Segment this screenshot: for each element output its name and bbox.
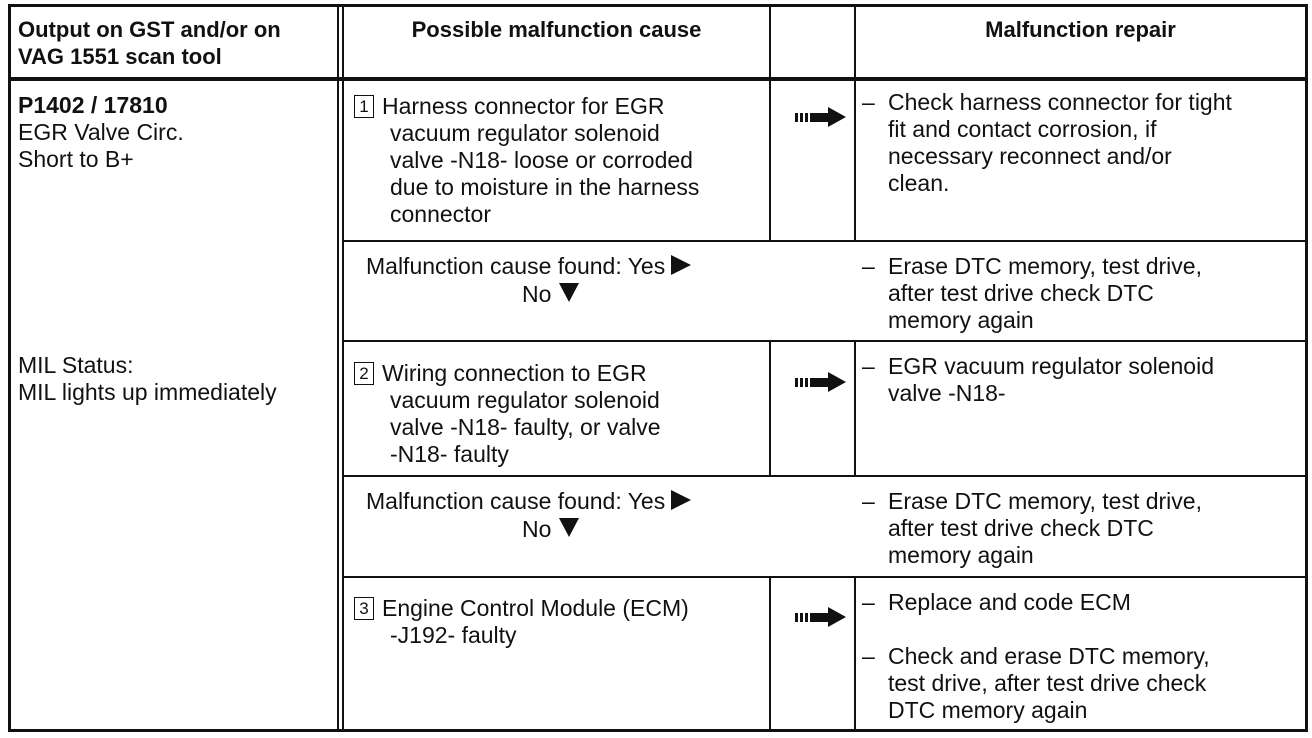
step2-repair-line1: –EGR vacuum regulator solenoid <box>862 353 1214 380</box>
dash-5: – <box>862 589 875 615</box>
step3-repair-b-line1: –Check and erase DTC memory, <box>862 643 1210 670</box>
step2-cause-text3: valve -N18- faulty, or valve <box>390 414 661 440</box>
arrow-col-left-step3 <box>769 578 771 732</box>
step1-number: 1 <box>354 95 374 118</box>
arrow-col-left-header <box>769 4 771 242</box>
arrow-col-left-step2 <box>769 342 771 476</box>
table-border-bottom <box>8 729 1308 732</box>
step3-repair-a: –Replace and code ECM <box>862 589 1131 616</box>
step1-repair-text4: clean. <box>888 170 950 196</box>
dash-6: – <box>862 643 875 669</box>
decision1-no: No <box>522 281 580 308</box>
decision2-repair: –Erase DTC memory, test drive, after tes… <box>862 488 1202 569</box>
step3-cause-line1: 3 Engine Control Module (ECM) <box>354 595 689 622</box>
arrow-col-right-header <box>854 4 856 242</box>
decision2-repair-text1: Erase DTC memory, test drive, <box>888 488 1202 514</box>
decision1-repair-text3: memory again <box>888 307 1034 333</box>
step1-cause-text5: connector <box>390 201 492 227</box>
step1-cause-line1: 1 Harness connector for EGR <box>354 93 699 120</box>
decision2-no: No <box>522 516 580 543</box>
no-arrow-icon <box>559 518 580 537</box>
header-output-line2: VAG 1551 scan tool <box>18 44 222 69</box>
step3-repair-a-line1: –Replace and code ECM <box>862 589 1131 616</box>
header-repair: Malfunction repair <box>985 17 1176 42</box>
step1-repair-text1: Check harness connector for tight <box>888 89 1232 115</box>
step1-cause-text4: due to moisture in the harness <box>390 174 700 200</box>
fault-code: P1402 / 17810 <box>18 92 168 118</box>
dash-4: – <box>862 488 875 514</box>
step3-repair-b-text1: Check and erase DTC memory, <box>888 643 1210 669</box>
step1-cause-text1: Harness connector for EGR <box>382 93 665 119</box>
step1-cause: 1 Harness connector for EGR vacuum regula… <box>354 93 699 228</box>
mil-status-value: MIL lights up immediately <box>18 379 277 405</box>
step1-repair: –Check harness connector for tight fit a… <box>862 89 1232 197</box>
row-sep-4 <box>342 576 1308 578</box>
step1-repair-text2: fit and contact corrosion, if <box>888 116 1157 142</box>
row-sep-3 <box>342 475 1308 477</box>
table-border-left <box>8 4 11 732</box>
dash-3: – <box>862 353 875 379</box>
step2-repair-text2: valve -N18- <box>888 380 1006 406</box>
fault-description: P1402 / 17810 EGR Valve Circ. Short to B… <box>18 92 184 173</box>
step1-repair-line1: –Check harness connector for tight <box>862 89 1232 116</box>
step3-number: 3 <box>354 597 374 620</box>
row-sep-2 <box>342 340 1308 342</box>
step2-repair: –EGR vacuum regulator solenoid valve -N1… <box>862 353 1214 407</box>
step3-arrow-icon <box>795 607 846 627</box>
header-output-line1: Output on GST and/or on <box>18 17 281 42</box>
col1-separator-b <box>342 4 344 732</box>
step2-number: 2 <box>354 362 374 385</box>
col1-separator-a <box>337 4 339 732</box>
step3-repair-a-text1: Replace and code ECM <box>888 589 1131 615</box>
decision2-repair-text2: after test drive check DTC <box>888 515 1154 541</box>
step3-cause-text2: -J192- faulty <box>390 622 517 648</box>
table-border-top <box>8 4 1308 7</box>
decision2-repair-text3: memory again <box>888 542 1034 568</box>
decision1-no-label: No <box>522 281 552 307</box>
decision1-repair-text2: after test drive check DTC <box>888 280 1154 306</box>
dash-1: – <box>862 89 875 115</box>
decision2-found-label: Malfunction cause found: Yes <box>366 488 666 514</box>
yes-arrow-icon <box>671 490 692 510</box>
header-separator <box>8 77 1308 81</box>
step1-cause-text3: valve -N18- loose or corroded <box>390 147 693 173</box>
step2-cause-text4: -N18- faulty <box>390 441 509 467</box>
step2-cause-text1: Wiring connection to EGR <box>382 360 647 386</box>
step2-cause-line1: 2 Wiring connection to EGR <box>354 360 661 387</box>
row-sep-1 <box>342 240 1308 242</box>
step3-cause-text1: Engine Control Module (ECM) <box>382 595 689 621</box>
yes-arrow-icon <box>671 255 692 275</box>
mil-status-label: MIL Status: <box>18 352 134 378</box>
arrow-col-right-step3 <box>854 578 856 732</box>
decision2-prompt: Malfunction cause found: Yes <box>366 488 692 515</box>
decision2-no-label: No <box>522 516 552 542</box>
decision1-prompt: Malfunction cause found: Yes <box>366 253 692 280</box>
header-output: Output on GST and/or on VAG 1551 scan to… <box>18 16 281 70</box>
step2-cause-text2: vacuum regulator solenoid <box>390 387 660 413</box>
step1-cause-text2: vacuum regulator solenoid <box>390 120 660 146</box>
step3-cause: 3 Engine Control Module (ECM) -J192- faul… <box>354 595 689 649</box>
table-border-right <box>1305 4 1308 732</box>
no-arrow-icon <box>559 283 580 302</box>
mil-status: MIL Status: MIL lights up immediately <box>18 352 277 406</box>
step3-repair-b-text2: test drive, after test drive check <box>888 670 1207 696</box>
arrow-col-right-step2 <box>854 342 856 476</box>
fault-desc-line2: Short to B+ <box>18 146 134 172</box>
decision1-found-label: Malfunction cause found: Yes <box>366 253 666 279</box>
decision1-repair-line1: –Erase DTC memory, test drive, <box>862 253 1202 280</box>
step2-arrow-icon <box>795 372 846 392</box>
step2-repair-text1: EGR vacuum regulator solenoid <box>888 353 1214 379</box>
dash-2: – <box>862 253 875 279</box>
header-cause: Possible malfunction cause <box>411 17 702 42</box>
step2-cause: 2 Wiring connection to EGR vacuum regulat… <box>354 360 661 468</box>
step3-repair-b: –Check and erase DTC memory, test drive,… <box>862 643 1210 724</box>
step1-arrow-icon <box>795 107 846 127</box>
decision1-repair: –Erase DTC memory, test drive, after tes… <box>862 253 1202 334</box>
decision2-repair-line1: –Erase DTC memory, test drive, <box>862 488 1202 515</box>
decision1-repair-text1: Erase DTC memory, test drive, <box>888 253 1202 279</box>
step3-repair-b-text3: DTC memory again <box>888 697 1088 723</box>
fault-desc-line1: EGR Valve Circ. <box>18 119 184 145</box>
step1-repair-text3: necessary reconnect and/or <box>888 143 1172 169</box>
